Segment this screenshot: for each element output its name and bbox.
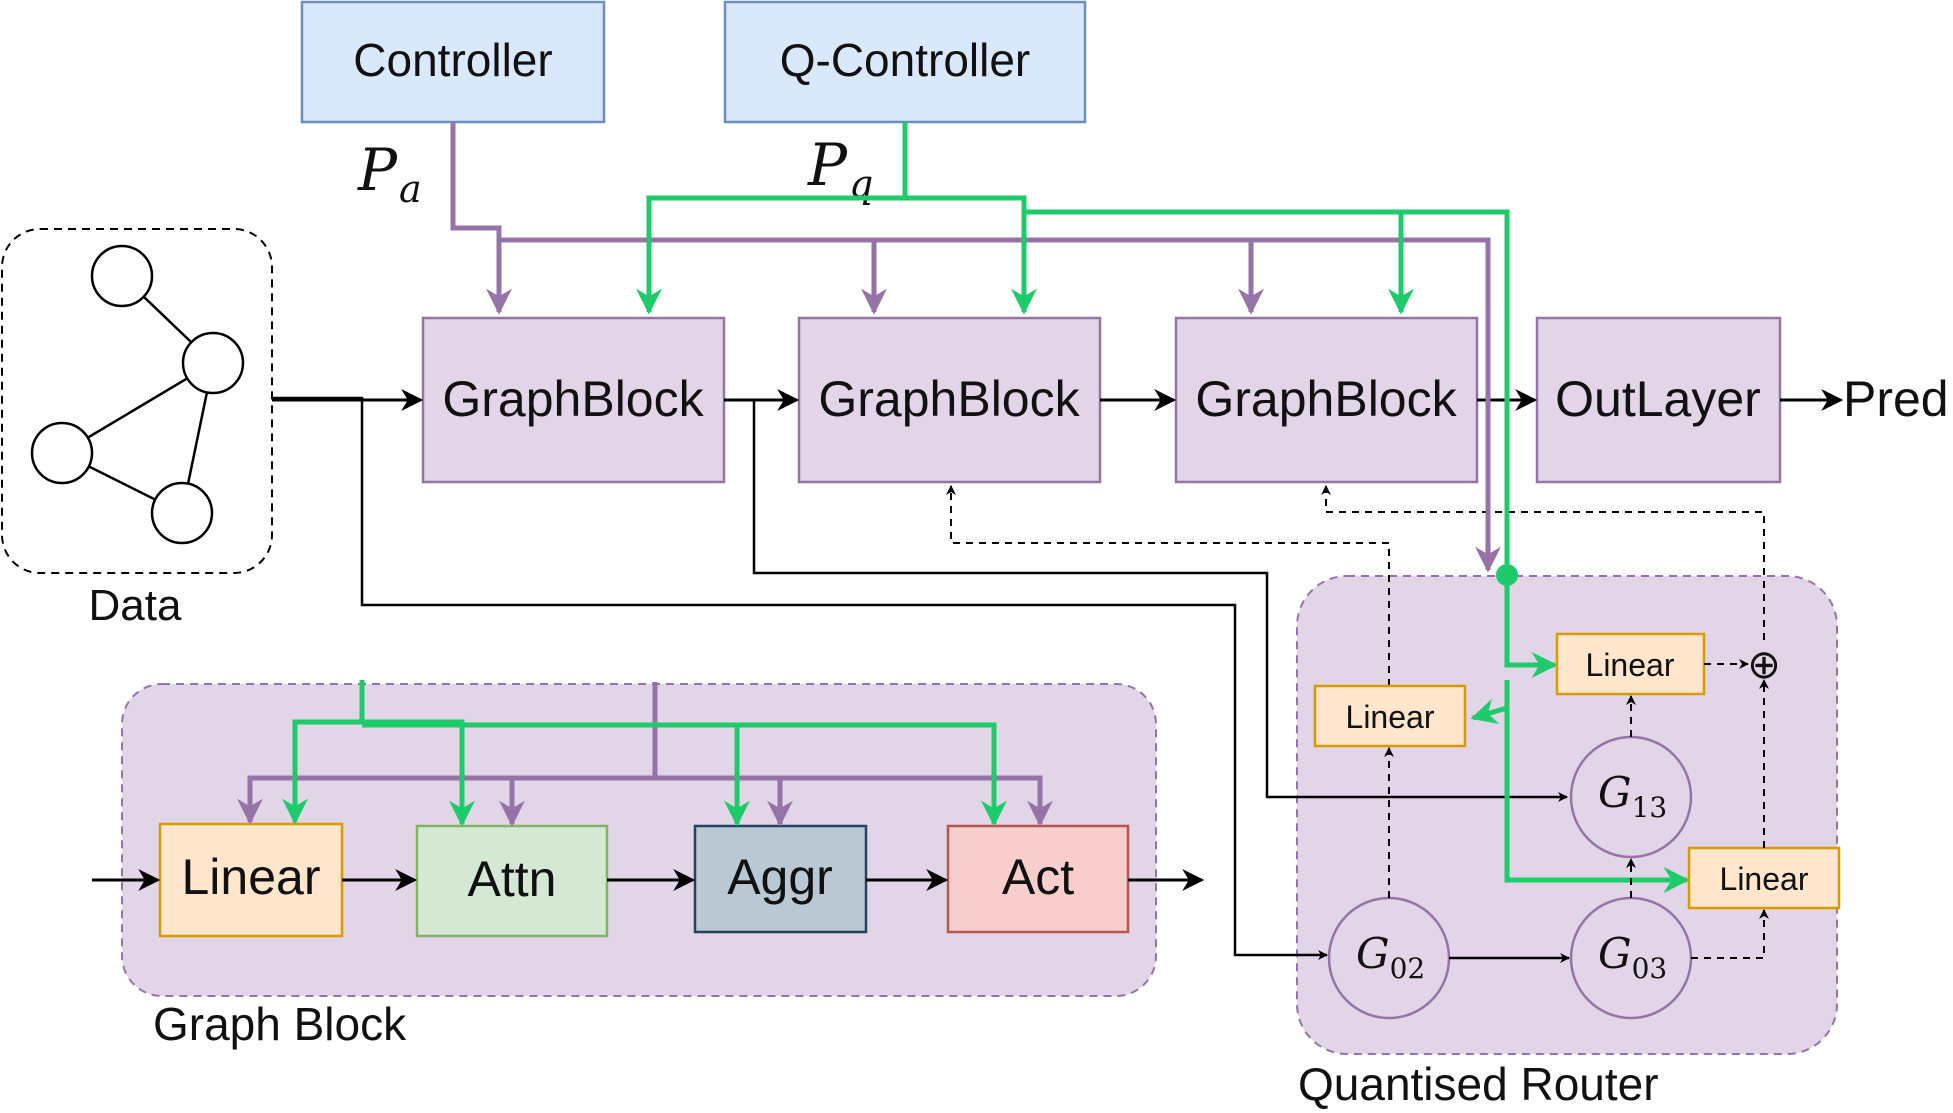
- detail-linear-label: Linear: [182, 849, 321, 905]
- router-dashed-arrows: [1384, 659, 1769, 959]
- pred-label: Pred: [1843, 371, 1949, 427]
- graph-node-icon: [30, 421, 94, 485]
- router-input-lines: [272, 396, 1568, 960]
- out-layer-label: OutLayer: [1555, 371, 1761, 427]
- pa-symbol: Pa: [357, 136, 422, 211]
- detail-aggr-label: Aggr: [727, 849, 833, 905]
- router-linear-top-label: Linear: [1586, 647, 1675, 683]
- router-node-g03-label: G03: [1598, 929, 1667, 985]
- pq-symbol: Pq: [807, 131, 873, 206]
- data-label: Data: [89, 581, 182, 630]
- router-junction-dot: [1496, 564, 1518, 586]
- q-controller-label: Q-Controller: [780, 34, 1031, 86]
- out-layer: [1535, 316, 1782, 484]
- detail-q-controller-lines: [282, 680, 1007, 827]
- router-linear-left: [1313, 684, 1467, 748]
- router-node-g02-label: G02: [1356, 929, 1425, 985]
- quantised-router-title: Quantised Router: [1298, 1058, 1659, 1110]
- router-linear-top: [1555, 632, 1706, 696]
- detail-controller-lines: [237, 682, 1053, 827]
- sum-icon: ⊕: [1747, 643, 1781, 687]
- router-linear-left-label: Linear: [1346, 699, 1435, 735]
- router-linear-right: [1687, 846, 1841, 910]
- graph-block-1-label: GraphBlock: [442, 371, 704, 427]
- graph-node-icon: [90, 244, 154, 308]
- graph-block-2: [797, 316, 1102, 484]
- graph-icon: [30, 244, 245, 545]
- graph-node-icon: [181, 331, 245, 395]
- detail-act-label: Act: [1002, 849, 1074, 905]
- graph-node-icon: [150, 481, 214, 545]
- q-controller-lines: [636, 122, 1690, 893]
- graph-block-3-label: GraphBlock: [1195, 371, 1457, 427]
- graph-block-container: [121, 683, 1157, 997]
- data-container: [1, 228, 273, 574]
- graph-block-2-label: GraphBlock: [818, 371, 1080, 427]
- graph-block-title: Graph Block: [153, 998, 407, 1050]
- graph-block-3: [1174, 316, 1479, 484]
- detail-linear-box: [158, 822, 344, 938]
- detail-attn-label: Attn: [468, 851, 557, 907]
- router-linear-right-label: Linear: [1720, 861, 1809, 897]
- controller-lines: [450, 122, 1501, 573]
- detail-act-box: [946, 824, 1130, 934]
- controller-label: Controller: [353, 34, 552, 86]
- controller-box: [300, 0, 606, 124]
- graph-block-1: [421, 316, 726, 484]
- router-feedback-lines: [946, 485, 1765, 686]
- q-controller-box: [723, 0, 1087, 124]
- router-node-g13-label: G13: [1598, 768, 1667, 824]
